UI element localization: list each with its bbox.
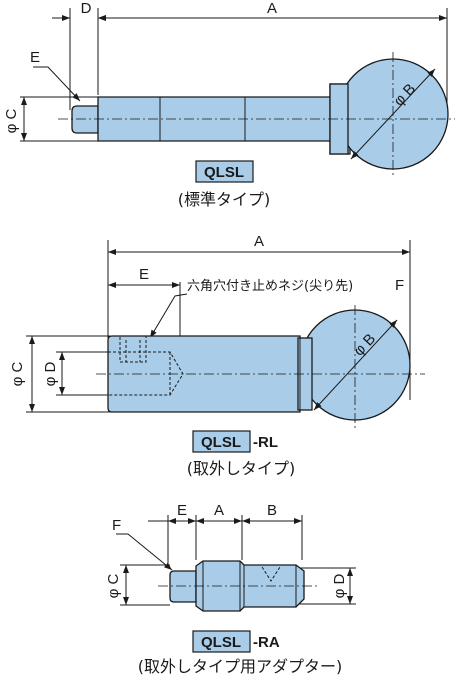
model-tag-ra [192,630,251,653]
label-phi-d-ra: φ D [331,573,348,598]
label-a-rl: A [254,233,264,250]
label-e-ra: E [177,502,187,519]
model-name: QLSL [204,164,244,181]
label-phi-d-rl: φ D [42,361,59,386]
dimension-phi-c: φ C [3,96,100,142]
dimension-phi-c-rl: φ C [9,335,110,413]
dimension-b-ra: B [242,502,302,524]
dimension-phi-d-ra: φ D [296,567,356,605]
dimension-d: D [52,0,116,21]
label-phi-c-rl: φ C [9,361,26,386]
dimension-phi-d-rl: φ D [42,351,110,396]
label-a-ra: A [214,502,224,519]
label-phi-c-ra: φ C [105,573,122,598]
label-f-rl: F [395,277,404,294]
dimension-e: E [30,49,81,102]
label-f-ra: F [112,517,121,534]
model-name-ra: QLSL [201,634,241,651]
removable-type-drawing: A E F 六角穴付き止めネジ(尖り先) φ C φ D [9,233,425,478]
standard-type-drawing: D A E φ C [3,0,455,209]
caption-standard: (標準タイプ) [178,190,271,209]
dimension-e-ra: E [148,502,196,524]
pin-tip [71,105,99,134]
dimension-a-ra: A [196,502,242,524]
model-tag [195,160,254,183]
dimension-e-rl: E [108,266,180,288]
setscrew-note: 六角穴付き止めネジ(尖り先) [187,279,353,294]
dimension-a-rl: A [108,233,410,255]
label-e: E [30,49,40,66]
caption-removable: (取外しタイプ) [187,459,296,478]
label-b-ra: B [267,502,277,519]
label-a: A [267,0,277,17]
dimension-phi-c-ra: φ C [105,564,170,606]
label-d: D [81,0,92,17]
model-tag-rl [192,430,251,453]
label-e-rl: E [139,266,149,283]
label-phi-c: φ C [3,108,20,133]
model-suffix-ra: -RA [253,634,280,651]
caption-adapter: (取外しタイプ用アダプター) [138,657,343,676]
adapter-drawing: E A B F φ C φ D [105,502,356,676]
adapter-tip [169,570,197,603]
dimension-a: A [98,0,447,21]
model-suffix-rl: -RL [253,434,278,451]
model-name-rl: QLSL [201,434,241,451]
